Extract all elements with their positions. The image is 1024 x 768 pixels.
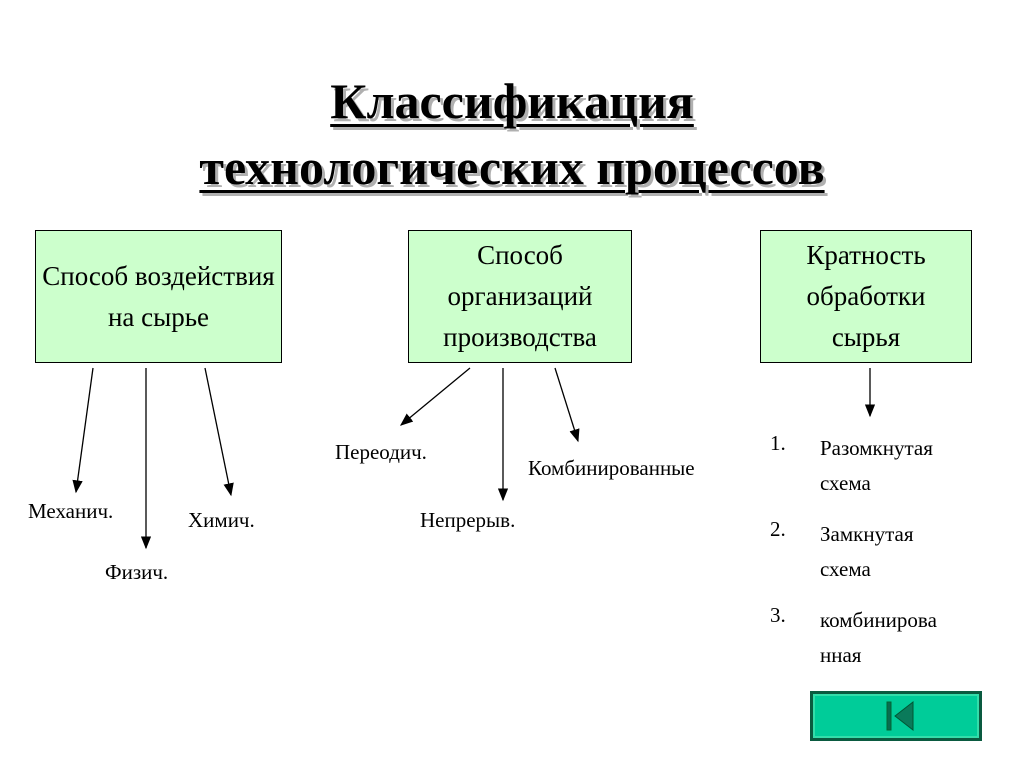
label-combined: Комбинированные: [528, 456, 695, 480]
box-impact-method: Способ воздействия на сырье: [35, 230, 282, 363]
list-num: 1.: [770, 431, 786, 455]
arrow: [72, 367, 94, 494]
box-organization-method: Способ организаций производства: [408, 230, 632, 363]
box-label: Способ воздействия на сырье: [42, 260, 275, 332]
arrow: [204, 367, 234, 497]
first-slide-icon: [886, 700, 914, 732]
label-continuous: Непрерыв.: [420, 508, 516, 532]
label-physical: Физич.: [105, 560, 169, 584]
first-slide-button[interactable]: [810, 691, 982, 741]
title-line-2: технологических процессов: [199, 139, 825, 195]
label-chemical: Химич.: [188, 508, 255, 532]
arrow: [554, 367, 580, 443]
box-label: Кратность обработки сырья: [806, 240, 926, 352]
title-line-1: Классификация: [330, 73, 694, 129]
list-num: 2.: [770, 517, 786, 541]
box-label: Способ организаций производства: [443, 240, 597, 352]
list-num: 3.: [770, 603, 786, 627]
label-mechanical: Механич.: [28, 499, 114, 523]
box-processing-multiplicity: Кратность обработки сырья: [760, 230, 972, 363]
label-periodic: Переодич.: [335, 440, 427, 464]
arrow: [399, 367, 471, 426]
